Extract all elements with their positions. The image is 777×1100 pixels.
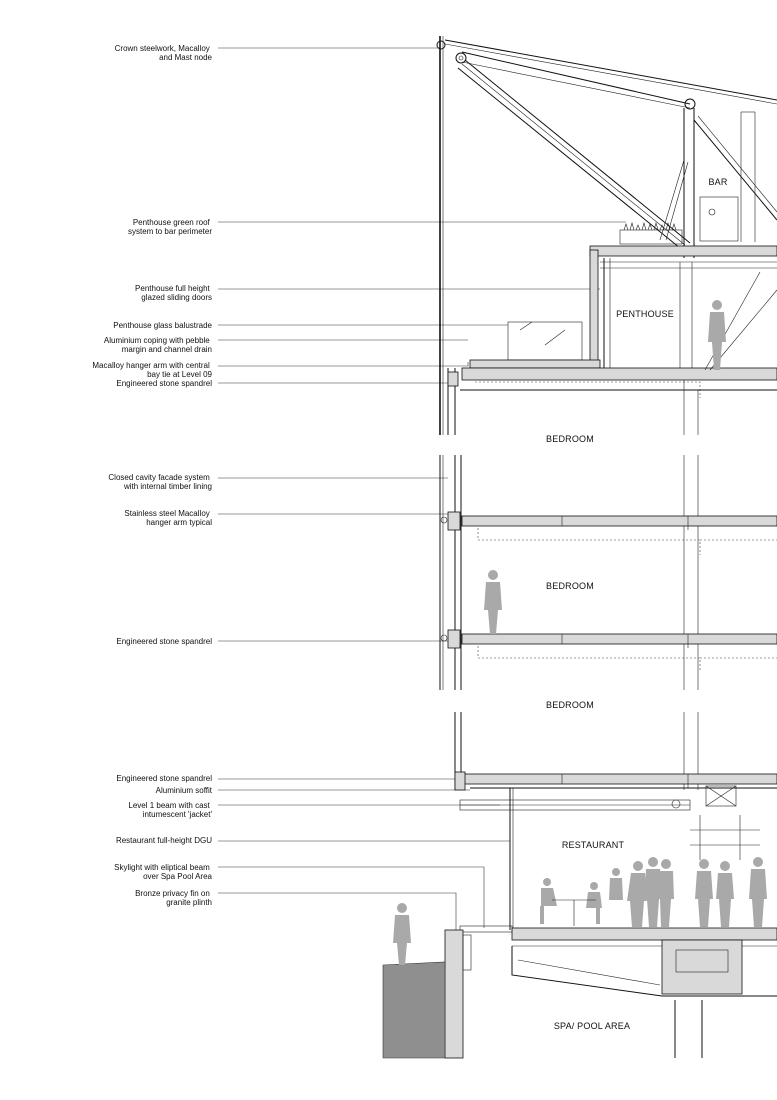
figure-icon (716, 861, 734, 927)
penthouse-level (461, 221, 777, 398)
penthouse-roof-slab (589, 245, 777, 257)
room-label-bar: BAR (708, 177, 727, 187)
macalloy-rod-upper (444, 39, 777, 101)
green-roof-planter (619, 229, 683, 245)
figure-icon (644, 857, 662, 927)
leader-macalloy-l09 (218, 362, 469, 367)
figure-icon (393, 903, 411, 965)
annotation-stone-spandrel-2: Engineered stone spandrel (116, 637, 212, 646)
glass-balustrade (507, 321, 583, 361)
slab-middle-bedroom (461, 633, 777, 645)
leader-skylight (218, 866, 485, 928)
room-label-bedroom-upper: BEDROOM (546, 434, 594, 444)
annotation-labels: Crown steelwork, Macalloy and Mast node … (92, 44, 212, 907)
room-labels: BAR PENTHOUSE BEDROOM BEDROOM BEDROOM RE… (546, 177, 728, 1031)
annotation-stone-spandrel-3: Engineered stone spandrel (116, 774, 212, 783)
people-silhouettes (393, 300, 767, 965)
skylight (459, 925, 513, 933)
granite-plinth (382, 961, 446, 1059)
annotation-crown-steelwork: Crown steelwork, Macalloy and Mast node (115, 44, 213, 62)
figure-icon (695, 859, 713, 927)
figure-icon (627, 861, 647, 927)
level09-slab (461, 367, 777, 381)
annotation-macalloy-typical: Stainless steel Macalloy hanger arm typi… (124, 509, 212, 527)
room-label-bedroom-middle: BEDROOM (546, 581, 594, 591)
leader-lines (218, 47, 626, 930)
figure-icon (540, 878, 557, 924)
penthouse-wall (589, 249, 599, 369)
annotation-bronze-fin: Bronze privacy fin on granite plinth (135, 889, 212, 907)
annotation-green-roof: Penthouse green roof system to bar perim… (128, 218, 212, 236)
figure-icon (586, 882, 602, 924)
figure-icon (749, 857, 767, 927)
slab-level01 (461, 773, 777, 785)
annotation-aluminium-coping: Aluminium coping with pebble margin and … (104, 336, 212, 354)
annotation-level1-beam: Level 1 beam with cast intumescent 'jack… (128, 801, 212, 819)
room-label-bedroom-lower: BEDROOM (546, 700, 594, 710)
restaurant-level (382, 788, 777, 1059)
room-label-restaurant: RESTAURANT (562, 840, 625, 850)
terrace-coping (469, 359, 601, 369)
crown-strut (464, 59, 691, 244)
room-label-spa: SPA/ POOL AREA (554, 1021, 630, 1031)
mast-node (436, 40, 446, 50)
annotation-macalloy-level09: Macalloy hanger arm with central bay tie… (92, 361, 212, 379)
pool-structure (661, 939, 743, 995)
figure-icon (484, 570, 502, 634)
bar-door (699, 196, 739, 242)
spa-ceiling (511, 946, 777, 997)
bronze-fin (462, 934, 472, 971)
crown-steelwork (436, 36, 777, 435)
figure-icon (658, 859, 674, 927)
figure-icon (609, 868, 623, 900)
room-label-penthouse: PENTHOUSE (616, 309, 674, 319)
slab-upper-bedroom (461, 515, 777, 527)
facade (439, 368, 777, 811)
figure-icon (708, 300, 726, 370)
annotation-glass-balustrade: Penthouse glass balustrade (113, 321, 212, 330)
annotation-stone-spandrel-1: Engineered stone spandrel (116, 379, 212, 388)
annotation-aluminium-soffit: Aluminium soffit (156, 786, 213, 795)
restaurant-floor (511, 927, 777, 941)
annotation-restaurant-dgu: Restaurant full-height DGU (116, 836, 212, 845)
leader-bronze-fin (218, 892, 457, 930)
annotation-skylight: Skylight with eliptical beam over Spa Po… (114, 863, 212, 881)
annotation-sliding-doors: Penthouse full height glazed sliding doo… (135, 284, 212, 302)
annotation-closed-cavity-facade: Closed cavity facade system with interna… (108, 473, 212, 491)
retaining-wall (444, 929, 464, 1059)
